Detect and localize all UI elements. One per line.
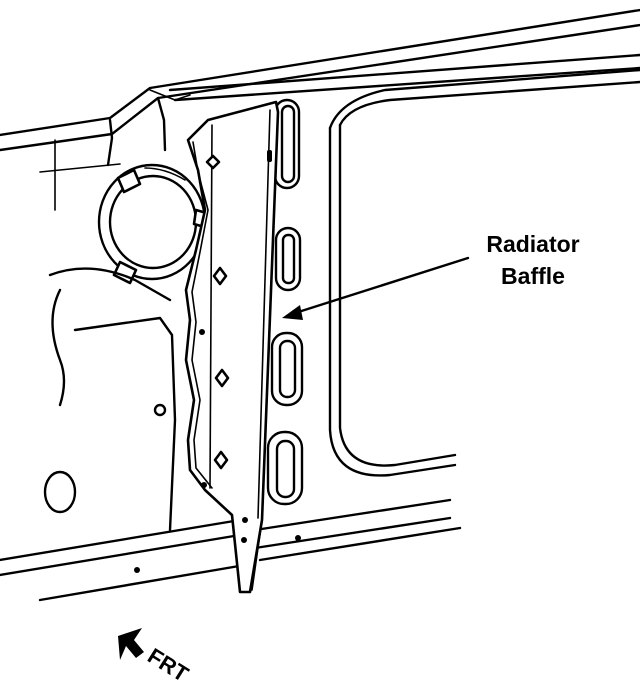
radiator-frame [328, 68, 640, 477]
radiator-slots [266, 98, 304, 506]
lower-cross-member [0, 498, 462, 602]
upper-body-panel [0, 8, 640, 211]
lower-side-panel [43, 267, 177, 532]
arrow-icon [118, 628, 144, 660]
frt-label: FRT [143, 643, 193, 687]
front-direction-marker: FRT [118, 628, 193, 687]
callout-leader [282, 256, 470, 320]
callout-label-line2: Baffle [501, 263, 565, 289]
callout-label-line1: Radiator [486, 231, 580, 257]
radiator-baffle [184, 100, 280, 594]
